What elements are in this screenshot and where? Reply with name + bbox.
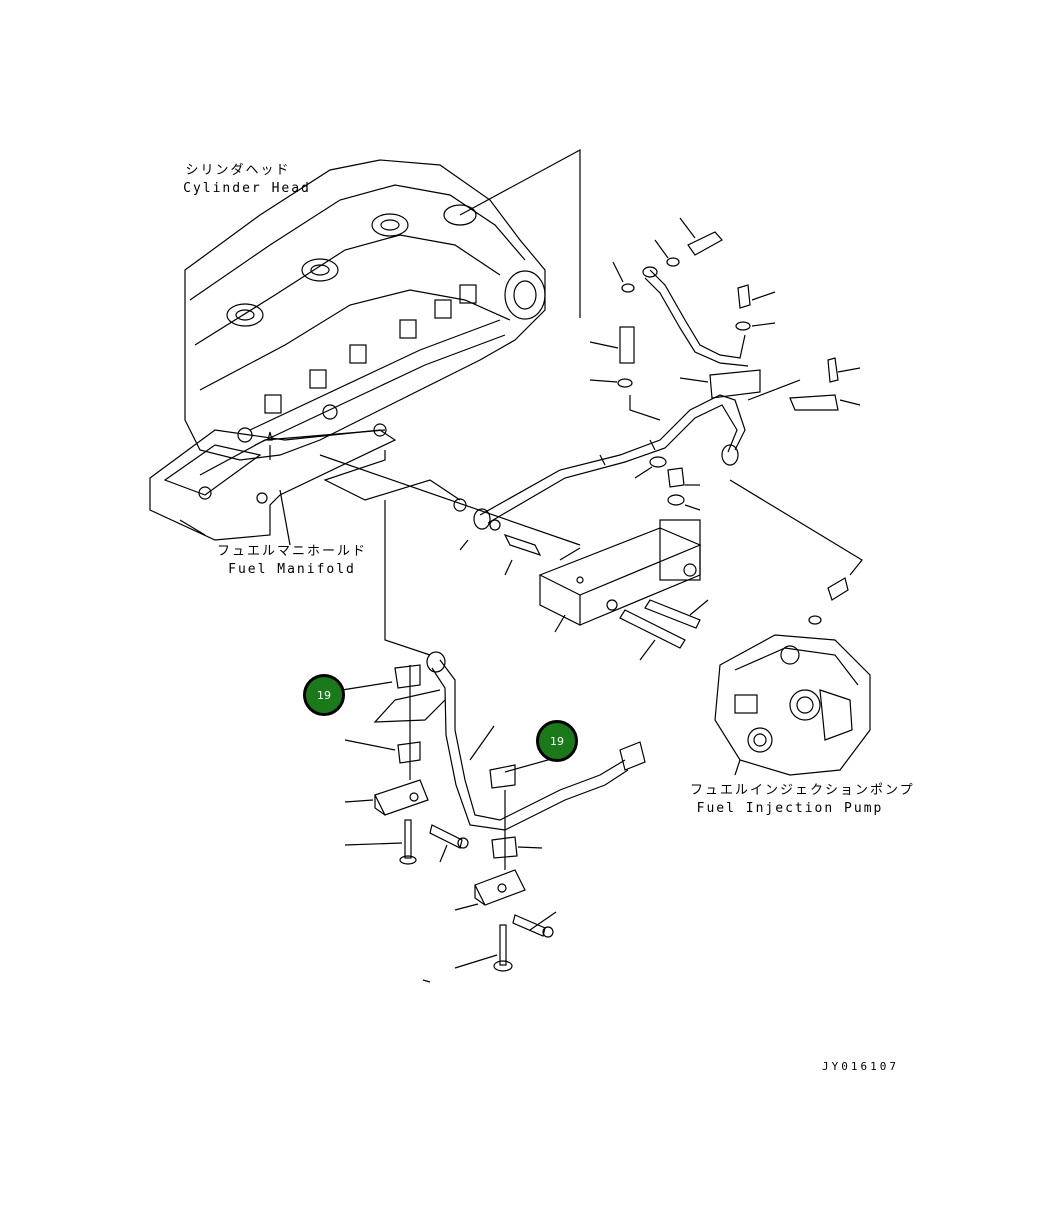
cylinder-head-label-jp: シリンダヘッド xyxy=(185,163,291,178)
drawing-code: JY016107 xyxy=(822,1060,899,1073)
fuel-injection-pump-drawing xyxy=(714,479,871,776)
cylinder-head-label-en: Cylinder Head xyxy=(183,181,311,196)
cylinder-head-drawing xyxy=(184,159,546,461)
fuel-injection-pump-label-en: Fuel Injection Pump xyxy=(696,801,884,816)
fuel-injection-pump-label-jp: フュエルインジェクションポンプ xyxy=(690,783,915,798)
fuel-manifold-label-en: Fuel Manifold xyxy=(228,562,356,577)
wire-harness-drawing xyxy=(344,651,646,983)
callout-badge-19[interactable]: 19 xyxy=(303,674,345,716)
callout-leader-1 xyxy=(341,681,393,691)
fuel-pipe-drawing xyxy=(453,394,746,576)
common-rail-block xyxy=(538,467,709,661)
callout-leader-2 xyxy=(504,757,556,773)
callout-badge-19[interactable]: 19 xyxy=(536,720,578,762)
return-pipe-drawing xyxy=(589,217,861,479)
fuel-manifold-label-jp: フュエルマニホールド xyxy=(216,544,367,559)
leader-lines xyxy=(179,148,581,656)
fuel-manifold-drawing xyxy=(149,429,397,541)
